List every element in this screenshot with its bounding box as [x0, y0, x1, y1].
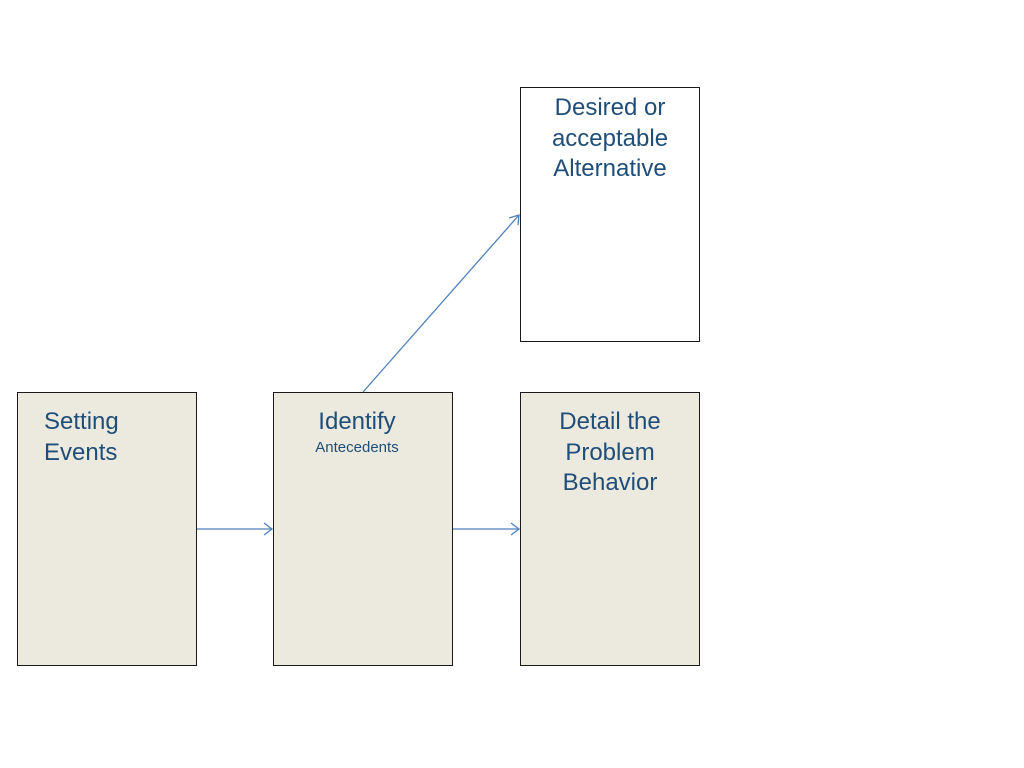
arrow-identify-to-alternative [362, 214, 520, 393]
arrow-setting-to-identify [197, 522, 274, 536]
setting-events-line-2: Events [44, 438, 118, 466]
antecedents-subtitle: Antecedents [315, 438, 399, 456]
problem-behavior-line-3: Behavior [562, 469, 658, 496]
problem-behavior-box [520, 392, 700, 666]
problem-behavior-line-1: Detail the [559, 408, 661, 435]
alternative-line-2: acceptable [551, 124, 669, 152]
identify-title: Identify [318, 408, 396, 435]
alternative-box [520, 87, 700, 342]
setting-events-label: Setting Events [44, 407, 119, 468]
arrow-identify-to-behavior [453, 522, 521, 536]
problem-behavior-label: Detail the Problem Behavior [520, 407, 700, 499]
setting-events-box [17, 392, 197, 666]
identify-antecedents-label: Identify Antecedents [273, 407, 441, 458]
problem-behavior-line-2: Problem [565, 438, 655, 466]
alternative-line-3: Alternative [553, 155, 667, 182]
alternative-line-1: Desired or [554, 94, 666, 121]
alternative-label: Desired or acceptable Alternative [520, 93, 700, 185]
setting-events-line-1: Setting [44, 408, 119, 435]
identify-antecedents-box [273, 392, 453, 666]
